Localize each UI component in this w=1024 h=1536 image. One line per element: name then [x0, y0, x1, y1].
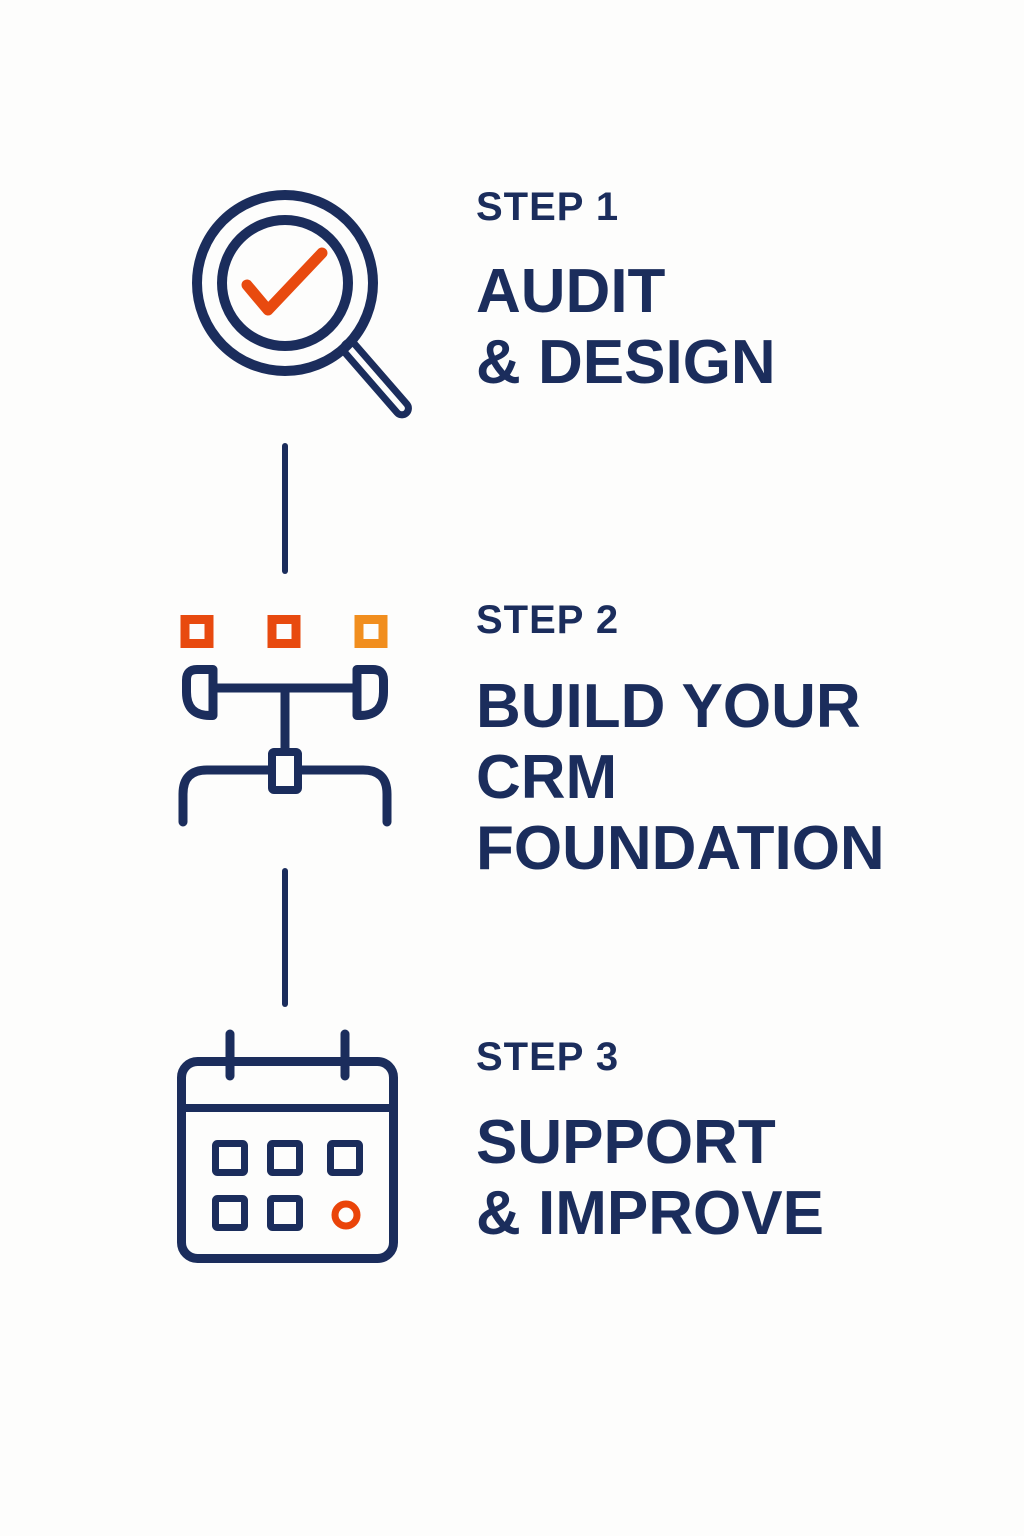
- node-square-1: [180, 615, 214, 648]
- calendar-icon: [177, 1029, 398, 1263]
- step-2-title-line: FOUNDATION: [476, 814, 885, 883]
- magnifier-handle: [340, 338, 412, 419]
- calendar-body: [177, 1057, 398, 1263]
- node-square-2: [267, 615, 301, 648]
- right-node-shape: [352, 665, 388, 720]
- center-node-rect: [268, 748, 302, 794]
- day-square: [212, 1140, 248, 1176]
- step-1-title: AUDIT & DESIGN: [476, 256, 956, 398]
- day-square: [267, 1195, 303, 1231]
- step-2-title: BUILD YOUR CRM FOUNDATION: [476, 671, 956, 884]
- day-square: [327, 1140, 363, 1176]
- step-3-title-line: SUPPORT: [476, 1108, 776, 1177]
- sitemap-hierarchy-icon: [178, 615, 392, 827]
- day-square: [267, 1140, 303, 1176]
- step-1-label: STEP 1: [476, 185, 620, 229]
- connector-line-2: [282, 868, 288, 1007]
- magnifier-check-icon: [192, 190, 412, 419]
- step-3-label: STEP 3: [476, 1035, 620, 1079]
- step-3-title-line: & IMPROVE: [476, 1179, 824, 1248]
- step-3-title: SUPPORT & IMPROVE: [476, 1107, 956, 1249]
- check-glyph: [241, 247, 328, 316]
- magnifier-outer-ring: [192, 190, 378, 376]
- step-2-label: STEP 2: [476, 598, 620, 642]
- magnifier-inner-ring: [217, 215, 353, 351]
- node-square-3: [354, 615, 388, 648]
- day-square: [212, 1195, 248, 1231]
- step-2-title-line: BUILD YOUR: [476, 672, 861, 741]
- connector-line-1: [282, 443, 288, 574]
- step-2-title-line: CRM: [476, 743, 618, 812]
- step-1-title-line: & DESIGN: [476, 328, 776, 397]
- step-1-title-line: AUDIT: [476, 257, 666, 326]
- highlighted-day-dot: [331, 1200, 361, 1230]
- left-node-shape: [182, 665, 218, 720]
